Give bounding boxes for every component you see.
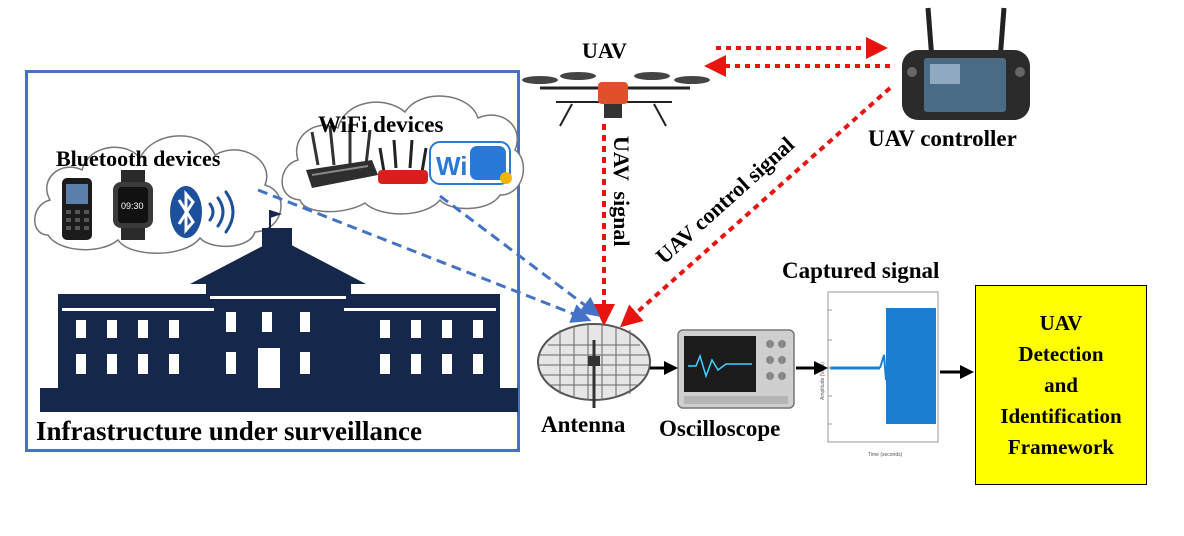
captured-signal-label: Captured signal bbox=[782, 258, 940, 283]
oscilloscope-icon bbox=[677, 329, 795, 409]
signal-waves-icon bbox=[208, 190, 235, 234]
uav-control-signal-label: UAV control signal bbox=[651, 132, 799, 269]
bluetooth-devices-label: Bluetooth devices bbox=[56, 146, 221, 171]
framework-line-5: Framework bbox=[1007, 434, 1115, 459]
oscilloscope-label: Oscilloscope bbox=[659, 416, 781, 441]
uav-controller-icon bbox=[902, 7, 1030, 120]
wifi-logo-text: Wi Fi bbox=[436, 151, 498, 181]
building-windows bbox=[62, 296, 496, 388]
framework-line-2: Detection bbox=[1018, 341, 1104, 366]
smartwatch-icon bbox=[113, 170, 153, 240]
framework-box: UAV Detection and Identification Framewo… bbox=[975, 285, 1147, 485]
uav-control-signal-arrow bbox=[620, 86, 892, 328]
wifi-logo-icon bbox=[429, 141, 512, 185]
framework-line-4: Identification bbox=[1000, 403, 1122, 428]
framework-line-3: and bbox=[1044, 372, 1078, 397]
uav-controller-label: UAV controller bbox=[868, 126, 1017, 151]
uav-signal-label: UAV signal bbox=[609, 136, 634, 246]
phone-icon bbox=[62, 178, 92, 240]
bluetooth-to-antenna-arrow bbox=[257, 188, 592, 323]
antenna-label: Antenna bbox=[541, 412, 626, 437]
wifi-devices-label: WiFi devices bbox=[318, 112, 444, 137]
plot-y-axis-label: Amplitude (Volts) bbox=[820, 362, 826, 400]
plot-x-axis-label: Time (seconds) bbox=[868, 452, 903, 458]
router-icon bbox=[306, 124, 378, 188]
bluetooth-icon bbox=[170, 186, 202, 238]
signal-plot-icon bbox=[827, 291, 939, 443]
uav-label: UAV bbox=[582, 38, 627, 63]
watch-time-text: 09:30 bbox=[121, 201, 144, 211]
infrastructure-label: Infrastructure under surveillance bbox=[36, 416, 422, 446]
framework-line-1: UAV bbox=[1039, 310, 1083, 335]
grid-antenna-icon bbox=[537, 323, 651, 408]
wifi-to-antenna-arrow bbox=[439, 194, 601, 317]
drone-icon bbox=[522, 72, 710, 127]
router-icon bbox=[378, 139, 428, 184]
